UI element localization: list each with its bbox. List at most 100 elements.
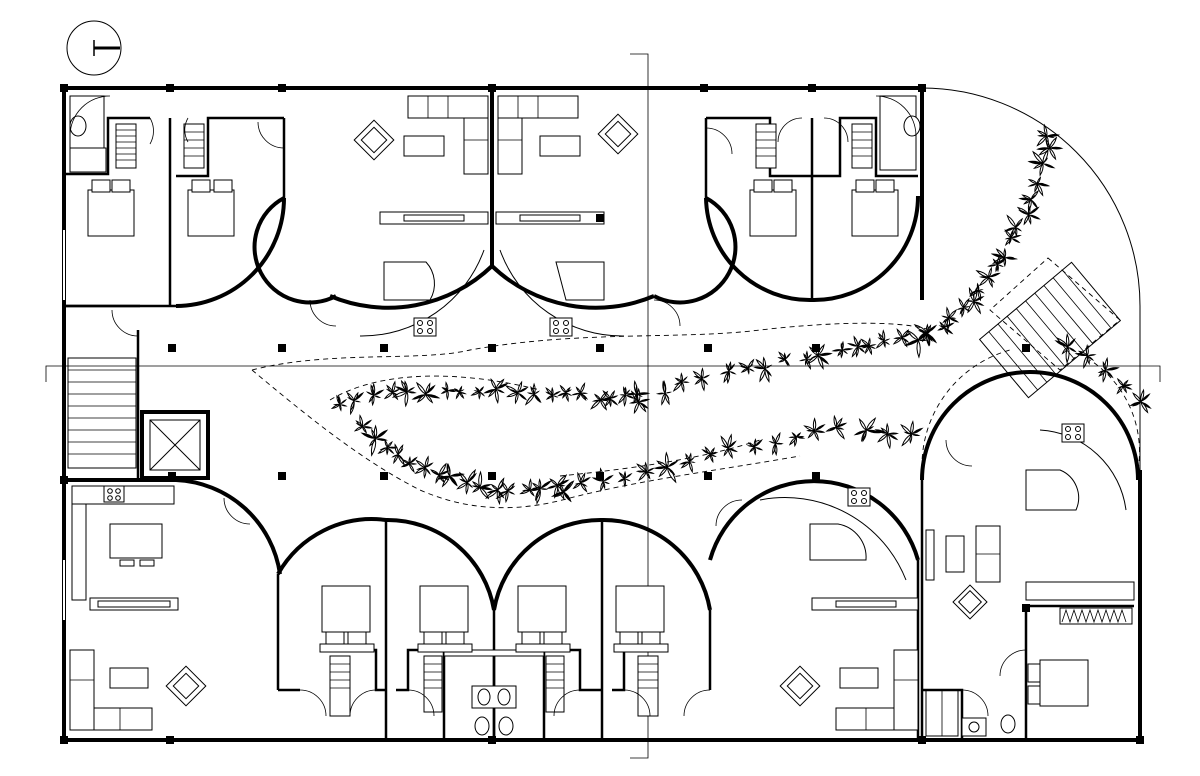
plant-icon — [679, 452, 696, 474]
plant-icon — [701, 446, 719, 464]
unit-bottom-center-bedrooms — [276, 517, 712, 740]
plant-icon — [956, 297, 971, 318]
stove-icon — [103, 485, 125, 503]
section-lines — [45, 53, 1161, 759]
plant-icon — [777, 351, 791, 367]
plant-icon — [591, 467, 614, 493]
plant-icon — [1036, 136, 1064, 161]
stove-icon — [1061, 423, 1085, 443]
stove-icon — [549, 317, 573, 337]
plant-icon — [798, 350, 813, 371]
plant-icon — [495, 480, 516, 504]
plant-icon — [990, 247, 1018, 268]
sofa-icon — [835, 649, 919, 731]
plant-icon — [524, 382, 542, 406]
plant-icon — [1027, 176, 1051, 197]
plant-icon — [330, 123, 1152, 506]
plant-icon — [672, 372, 690, 393]
plant-icon — [618, 386, 636, 407]
plant-icon — [746, 438, 764, 456]
plant-icon — [353, 414, 374, 434]
bed-icon — [1027, 659, 1089, 707]
plant-icon — [453, 385, 467, 400]
bed-icon — [517, 585, 567, 645]
plant-icon — [875, 329, 891, 349]
plant-icon — [853, 417, 882, 443]
terrace — [921, 257, 1140, 471]
unit-far-right — [920, 370, 1140, 740]
plant-icon — [556, 384, 573, 403]
plant-icon — [653, 451, 679, 484]
toilet-icon — [474, 716, 490, 736]
plant-icon — [975, 266, 1002, 289]
plant-icon — [414, 455, 434, 479]
sofa-icon — [975, 525, 1001, 583]
plant-icon — [571, 382, 589, 401]
plant-icon — [768, 431, 784, 457]
unit-bottom-right — [708, 479, 920, 740]
plant-icon — [892, 328, 912, 348]
toilet-icon — [498, 716, 514, 736]
plant-icon — [1003, 214, 1024, 240]
plant-icon — [625, 379, 651, 404]
plant-icon — [590, 390, 612, 411]
plant-icon — [720, 433, 739, 460]
plant-icon — [825, 414, 848, 440]
sofa-icon — [497, 95, 579, 175]
plant-icon — [572, 471, 592, 493]
plant-icon — [692, 367, 711, 392]
bed-icon — [87, 179, 135, 237]
plant-icon — [941, 306, 960, 331]
plant-icon — [803, 417, 826, 442]
plant-icon — [470, 386, 486, 400]
stove-icon — [847, 487, 871, 507]
plant-icon — [860, 337, 877, 356]
stove-icon — [413, 317, 437, 337]
north-arrow-icon — [66, 20, 122, 76]
plant-icon — [719, 361, 737, 385]
plant-icon — [1129, 388, 1152, 414]
unit-bottom-left — [64, 478, 282, 731]
plant-icon — [330, 394, 348, 412]
plant-icon — [602, 390, 619, 408]
plant-icon — [482, 377, 509, 405]
plant-icon — [1036, 123, 1061, 149]
plant-icon — [1027, 148, 1056, 177]
plant-icon — [1054, 332, 1077, 364]
plant-icon — [531, 478, 553, 505]
plant-icon — [365, 382, 385, 407]
bed-icon — [749, 179, 797, 237]
plant-icon — [1097, 356, 1120, 383]
plant-icon — [738, 358, 755, 375]
plant-icon — [753, 356, 773, 383]
unit-top-right-bedrooms — [704, 95, 921, 303]
plant-icon — [546, 474, 570, 501]
plant-icon — [635, 461, 655, 482]
plant-icon — [655, 379, 673, 406]
unit-top-left-bedrooms — [64, 95, 286, 308]
plant-icon — [545, 386, 562, 404]
sofa-icon — [407, 95, 489, 175]
plant-icon — [1116, 377, 1133, 395]
plant-icon — [1016, 205, 1041, 226]
bed-icon — [851, 179, 899, 237]
plant-icon — [918, 323, 933, 347]
plant-icon — [471, 470, 493, 500]
toilet-icon — [1000, 714, 1016, 734]
plant-icon — [391, 379, 417, 408]
plant-icon — [400, 455, 418, 474]
plant-icon — [969, 282, 985, 302]
plant-icon — [346, 391, 365, 416]
stair-icon — [64, 304, 140, 478]
plant-icon — [1018, 189, 1040, 213]
sofa-icon — [69, 649, 153, 731]
plant-icon — [411, 381, 441, 404]
plant-icon — [456, 468, 477, 495]
plant-icon — [806, 343, 833, 370]
plant-icon — [900, 420, 924, 447]
plant-icon — [831, 340, 854, 359]
bed-icon — [187, 179, 235, 237]
plant-icon — [1074, 344, 1097, 369]
plant-icon — [505, 380, 529, 405]
